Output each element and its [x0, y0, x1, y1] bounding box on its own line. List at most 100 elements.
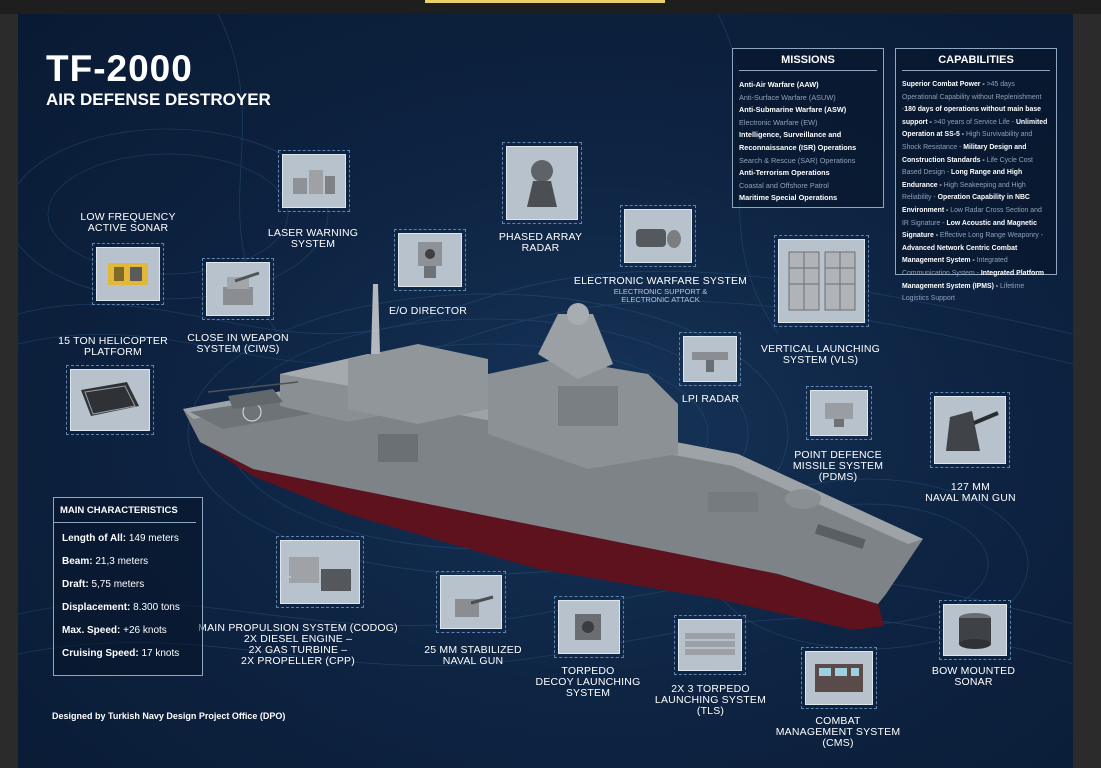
- ew-thumbnail: [620, 205, 696, 267]
- characteristic-value: 17 knots: [138, 648, 180, 659]
- main-gun-icon: [946, 411, 999, 451]
- characteristic-label: Max. Speed:: [62, 625, 121, 636]
- characteristic-value: +26 knots: [120, 625, 167, 636]
- characteristic-row: Max. Speed: +26 knots: [62, 625, 202, 638]
- label-lpi-radar: LPI RADAR: [681, 393, 740, 405]
- ciws-turret-icon: [223, 271, 260, 305]
- characteristic-row: Length of All: 149 meters: [62, 533, 202, 546]
- radar-dome-icon: [527, 160, 557, 207]
- characteristic-value: 21,3 meters: [92, 556, 149, 567]
- missions-list: Anti-Air Warfare (AAW)Anti-Surface Warfa…: [733, 71, 883, 205]
- capability-segment: Integrated Communication System -: [902, 257, 1008, 277]
- capability-segment: >40 years of Service Life -: [933, 118, 1016, 126]
- capability-segment: Operation Capability in NBC Environment …: [902, 194, 1030, 214]
- characteristic-label: Beam:: [62, 556, 93, 567]
- capability-segment: Effective Long Range Weaponry -: [939, 232, 1044, 240]
- bow-sonar-icon: [959, 613, 991, 649]
- mission-item: Intelligence, Surveillance and: [739, 130, 842, 140]
- designer-credit: Designed by Turkish Navy Design Project …: [52, 711, 286, 721]
- capability-segment: >45 days Operational Capability without …: [902, 81, 1042, 114]
- laser-warning-icon: [293, 170, 335, 194]
- ew-antenna-icon: [636, 229, 681, 248]
- lpi-radar-thumbnail: [679, 332, 741, 386]
- mission-item: Maritime Special Operations: [739, 193, 838, 203]
- poster-title: TF-2000: [46, 48, 193, 89]
- stabilized-gun-icon: [455, 595, 494, 617]
- capabilities-text: Superior Combat Power - >45 days Operati…: [896, 71, 1056, 306]
- sonar-module-icon: [108, 263, 148, 285]
- helipad-icon: [81, 382, 139, 416]
- engine-icon: [285, 557, 351, 591]
- capability-segment: Life Cycle Cost Based Design -: [902, 156, 1033, 177]
- capability-segment: High Seakeeping and High Reliability -: [902, 181, 1026, 202]
- ciws-thumbnail: [202, 258, 274, 320]
- characteristic-value: 149 meters: [126, 533, 179, 544]
- main-characteristics-panel: MAIN CHARACTERISTICS Length of All: 149 …: [53, 497, 203, 676]
- main-characteristics-title: MAIN CHARACTERISTICS: [54, 498, 196, 523]
- propulsion-thumbnail: [276, 536, 364, 608]
- missions-title: MISSIONS: [739, 49, 877, 71]
- radar-thumbnail: [502, 142, 582, 224]
- poster-subtitle: AIR DEFENSE DESTROYER: [46, 90, 271, 109]
- capability-segment: Low Acoustic and Magnetic Signature -: [902, 219, 1037, 240]
- characteristic-row: Cruising Speed: 17 knots: [62, 648, 202, 661]
- decoy-thumbnail: [554, 596, 624, 658]
- characteristic-row: Beam: 21,3 meters: [62, 556, 202, 569]
- label-electronic-warfare: ELECTRONIC WARFARE SYSTEM: [573, 275, 748, 287]
- pdms-thumbnail: [806, 386, 872, 440]
- laser-warning-thumbnail: [278, 150, 350, 212]
- missions-panel: MISSIONS Anti-Air Warfare (AAW)Anti-Surf…: [732, 48, 884, 208]
- mission-item: Anti-Surface Warfare (ASUW): [739, 92, 836, 102]
- characteristic-row: Displacement: 8.300 tons: [62, 602, 202, 615]
- infographic-poster: TF-2000 AIR DEFENSE DESTROYER MISSIONS A…: [18, 14, 1073, 768]
- capability-segment: Advanced Network Centric Combat Manageme…: [902, 244, 1018, 265]
- capability-segment: Lifetime Logistics Support: [902, 282, 1025, 303]
- capability-segment: Unlimited Operation at SS-5 -: [902, 118, 1048, 139]
- label-propulsion: MAIN PROPULSION SYSTEM (CODOG)2X DIESEL …: [198, 622, 398, 667]
- mission-item: Anti-Terrorism Operations: [739, 168, 830, 178]
- main-gun-thumbnail: [930, 392, 1010, 468]
- characteristic-label: Length of All:: [62, 533, 127, 544]
- eo-director-icon: [418, 242, 442, 278]
- vls-cells-icon: [788, 251, 855, 311]
- capability-segment: Military Design and Construction Standar…: [902, 143, 1027, 164]
- bow-sonar-thumbnail: [939, 600, 1011, 660]
- 25mm-gun-thumbnail: [436, 571, 506, 633]
- capability-segment: Long Range and High Endurance -: [902, 169, 1023, 189]
- helipad-thumbnail: [66, 365, 154, 435]
- characteristic-label: Displacement:: [62, 602, 131, 613]
- capability-segment: Integrated Platform Management System (I…: [902, 269, 1045, 290]
- capabilities-panel: CAPABILITIES Superior Combat Power - >45…: [895, 48, 1057, 302]
- cms-thumbnail: [801, 647, 877, 709]
- torpedo-tubes-icon: [685, 633, 735, 655]
- sublabel-electronic-warfare: ELECTRONIC SUPPORT &ELECTRONIC ATTACK: [613, 287, 708, 304]
- mission-item: Reconnaissance (ISR) Operations: [739, 142, 857, 152]
- capability-segment: Superior Combat Power -: [902, 81, 987, 88]
- lpi-radar-icon: [692, 352, 728, 372]
- characteristic-label: Cruising Speed:: [62, 648, 139, 659]
- destroyer-illustration: [183, 284, 923, 630]
- mission-item: Search & Rescue (SAR) Operations: [739, 155, 856, 165]
- missile-launcher-icon: [825, 403, 853, 427]
- characteristic-value: 8.300 tons: [130, 602, 180, 613]
- viewer-progress-bar: [425, 0, 665, 3]
- viewer-top-bar: [0, 0, 1101, 14]
- characteristic-value: 5,75 meters: [88, 579, 145, 590]
- capabilities-title: CAPABILITIES: [902, 49, 1050, 71]
- decoy-launcher-icon: [575, 614, 601, 640]
- vls-thumbnail: [774, 235, 869, 327]
